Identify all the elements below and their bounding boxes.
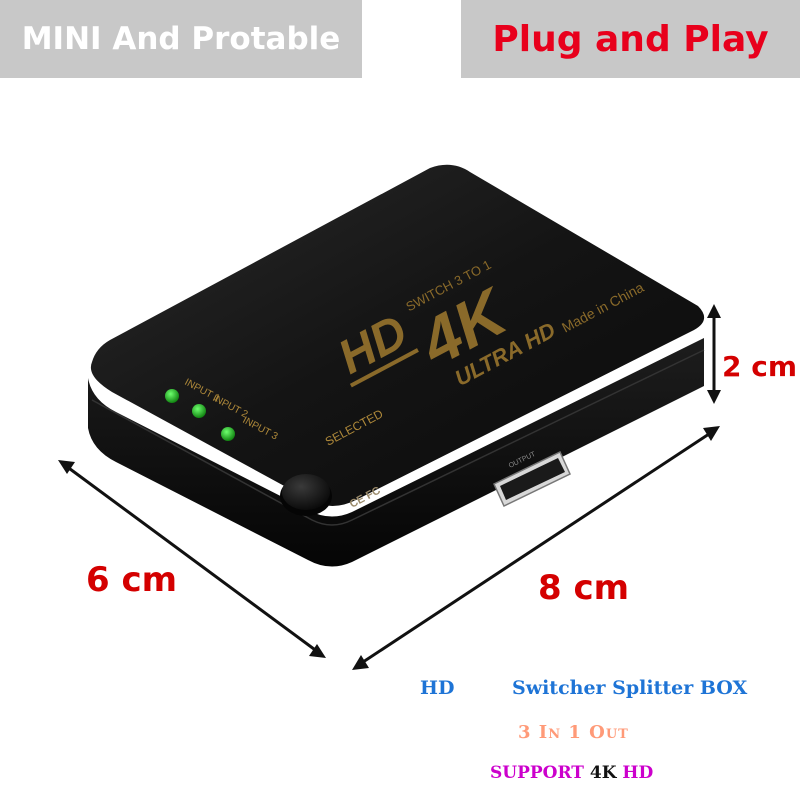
led-input-3 [221,427,235,441]
length-arrow-head-left [352,655,369,670]
device-seam [91,349,705,526]
device-top [90,164,705,507]
banner-right: Plug and Play [461,0,800,78]
length-arrow-head-right [703,426,720,441]
dimension-arrows [58,304,721,670]
length-arrow [359,430,713,666]
caption-3-in-1-out: 3 In 1 Out [518,722,629,743]
dimension-height: 2 cm [722,350,798,383]
width-arrow-head-top [58,460,75,474]
banner-right-text: Plug and Play [492,18,769,60]
height-arrow-head-top [707,304,721,318]
caption-switcher: Switcher Splitter BOX [512,677,748,699]
width-arrow-head-bottom [309,644,326,658]
select-button[interactable] [280,474,332,516]
switch-box [88,164,705,567]
device-side [88,338,704,567]
caption-support-suffix: HD [622,763,654,783]
banner-left-text: MINI And Protable [21,21,341,57]
height-arrow-head-bottom [707,390,721,404]
hd-underline [349,348,419,388]
width-arrow [65,464,319,654]
dimension-length: 8 cm [538,568,630,608]
caption-support-4k: 4K [589,763,617,783]
caption-support: SUPPORT 4K HD [490,763,653,783]
banner-left: MINI And Protable [0,0,362,78]
led-input-2 [192,404,206,418]
caption-hd: HD [420,677,455,699]
caption-support-prefix: SUPPORT [490,763,584,783]
dimension-width: 6 cm [86,560,178,600]
led-input-1 [165,389,179,403]
